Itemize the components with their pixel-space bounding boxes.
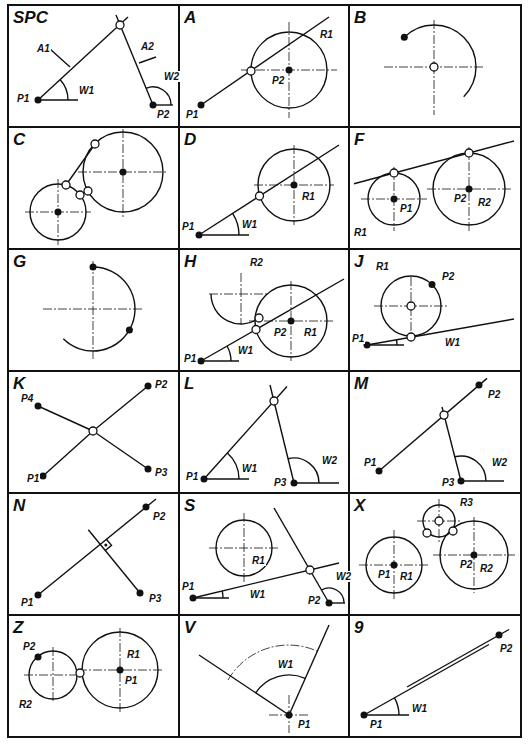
point-label: P1 xyxy=(297,719,311,730)
point-label: R1 xyxy=(303,327,318,338)
point-label: P2 xyxy=(459,559,473,570)
case-letter: N xyxy=(12,496,26,516)
point-label: P1 xyxy=(181,581,195,592)
v-sketch xyxy=(199,625,329,733)
case-letter: L xyxy=(183,374,195,394)
point-label: P2 xyxy=(273,327,287,338)
point-label: P2 xyxy=(271,75,285,86)
case-letter: X xyxy=(353,496,366,516)
point-label: P2 xyxy=(156,109,170,120)
point-label: W2 xyxy=(335,571,352,582)
case-letter: J xyxy=(353,252,364,272)
point-label: P1 xyxy=(363,457,377,468)
table-grid xyxy=(8,5,521,737)
point-label: P2 xyxy=(487,389,501,400)
point-label: A1 xyxy=(36,43,51,54)
point-label: R1 xyxy=(251,555,266,566)
case-letter: F xyxy=(353,130,365,150)
point-label: W1 xyxy=(241,463,258,474)
point-label: A2 xyxy=(140,41,155,52)
point-label: R1 xyxy=(126,649,141,660)
point-label: R3 xyxy=(459,497,474,508)
k-sketch xyxy=(35,383,152,480)
point-label: P2 xyxy=(307,595,321,606)
j-sketch xyxy=(364,276,515,349)
point-label: W1 xyxy=(237,345,254,356)
d-sketch xyxy=(196,145,340,239)
point-label: P3 xyxy=(441,477,455,488)
case-letter: G xyxy=(12,252,27,272)
spc-sketch xyxy=(35,15,174,109)
b-sketch xyxy=(384,20,484,115)
point-label: W1 xyxy=(78,85,95,96)
case-letter: C xyxy=(12,130,26,150)
case-letter: K xyxy=(12,374,26,394)
point-label: P1 xyxy=(369,719,383,730)
l-sketch xyxy=(201,385,340,487)
point-label: P3 xyxy=(273,477,287,488)
point-label: R1 xyxy=(301,191,316,202)
point-label: P4 xyxy=(20,393,34,404)
point-label: P1 xyxy=(181,221,195,232)
point-label: P1 xyxy=(16,93,30,104)
point-label: P1 xyxy=(20,597,34,608)
point-label: P2 xyxy=(22,641,36,652)
case-letter: S xyxy=(183,496,196,516)
point-label: P1 xyxy=(185,471,199,482)
case-letter: B xyxy=(353,8,367,28)
point-label: P1 xyxy=(399,203,413,214)
point-label: W2 xyxy=(163,71,180,82)
point-label: P2 xyxy=(441,271,455,282)
point-label: P3 xyxy=(148,593,162,604)
point-label: P2 xyxy=(499,643,513,654)
m-sketch xyxy=(376,378,505,484)
point-label: W2 xyxy=(321,455,338,466)
f-sketch xyxy=(354,141,514,231)
point-label: P3 xyxy=(154,467,168,478)
g-sketch xyxy=(43,261,143,359)
point-label: P1 xyxy=(183,353,197,364)
nine-sketch xyxy=(361,630,510,719)
point-label: W1 xyxy=(444,337,461,348)
point-label: P2 xyxy=(453,193,467,204)
case-letter: A xyxy=(183,8,197,28)
point-label: P1 xyxy=(351,333,365,344)
point-label: R2 xyxy=(18,699,33,710)
point-label: R2 xyxy=(249,257,264,268)
a-sketch xyxy=(198,17,338,118)
point-label: R2 xyxy=(477,197,492,208)
point-label: R1 xyxy=(399,571,414,582)
point-label: W1 xyxy=(411,703,428,714)
c-sketch xyxy=(25,129,168,245)
case-letter: V xyxy=(183,618,196,638)
point-label: P1 xyxy=(185,109,199,120)
s-sketch xyxy=(190,508,346,607)
point-label: R1 xyxy=(375,261,390,272)
case-letter: D xyxy=(183,130,197,150)
point-label: R1 xyxy=(353,227,368,238)
point-label: P2 xyxy=(154,379,168,390)
point-label: R2 xyxy=(479,563,494,574)
point-label: P1 xyxy=(377,569,391,580)
case-letter: SPC xyxy=(12,8,49,28)
point-label: R1 xyxy=(319,29,334,40)
point-label: P1 xyxy=(124,675,138,686)
point-label: P2 xyxy=(152,511,166,522)
z-sketch xyxy=(24,628,164,712)
point-label: W1 xyxy=(277,659,294,670)
case-letter: 9 xyxy=(353,618,364,638)
x-sketch xyxy=(359,499,515,600)
h-sketch xyxy=(198,273,345,365)
point-label: W1 xyxy=(241,219,258,230)
case-letter: M xyxy=(353,374,369,394)
point-label: W2 xyxy=(491,457,508,468)
n-sketch xyxy=(35,499,157,599)
point-label: W1 xyxy=(249,589,266,600)
case-letter: Z xyxy=(12,618,24,638)
point-label: P1 xyxy=(26,473,40,484)
case-letter: H xyxy=(183,252,197,272)
